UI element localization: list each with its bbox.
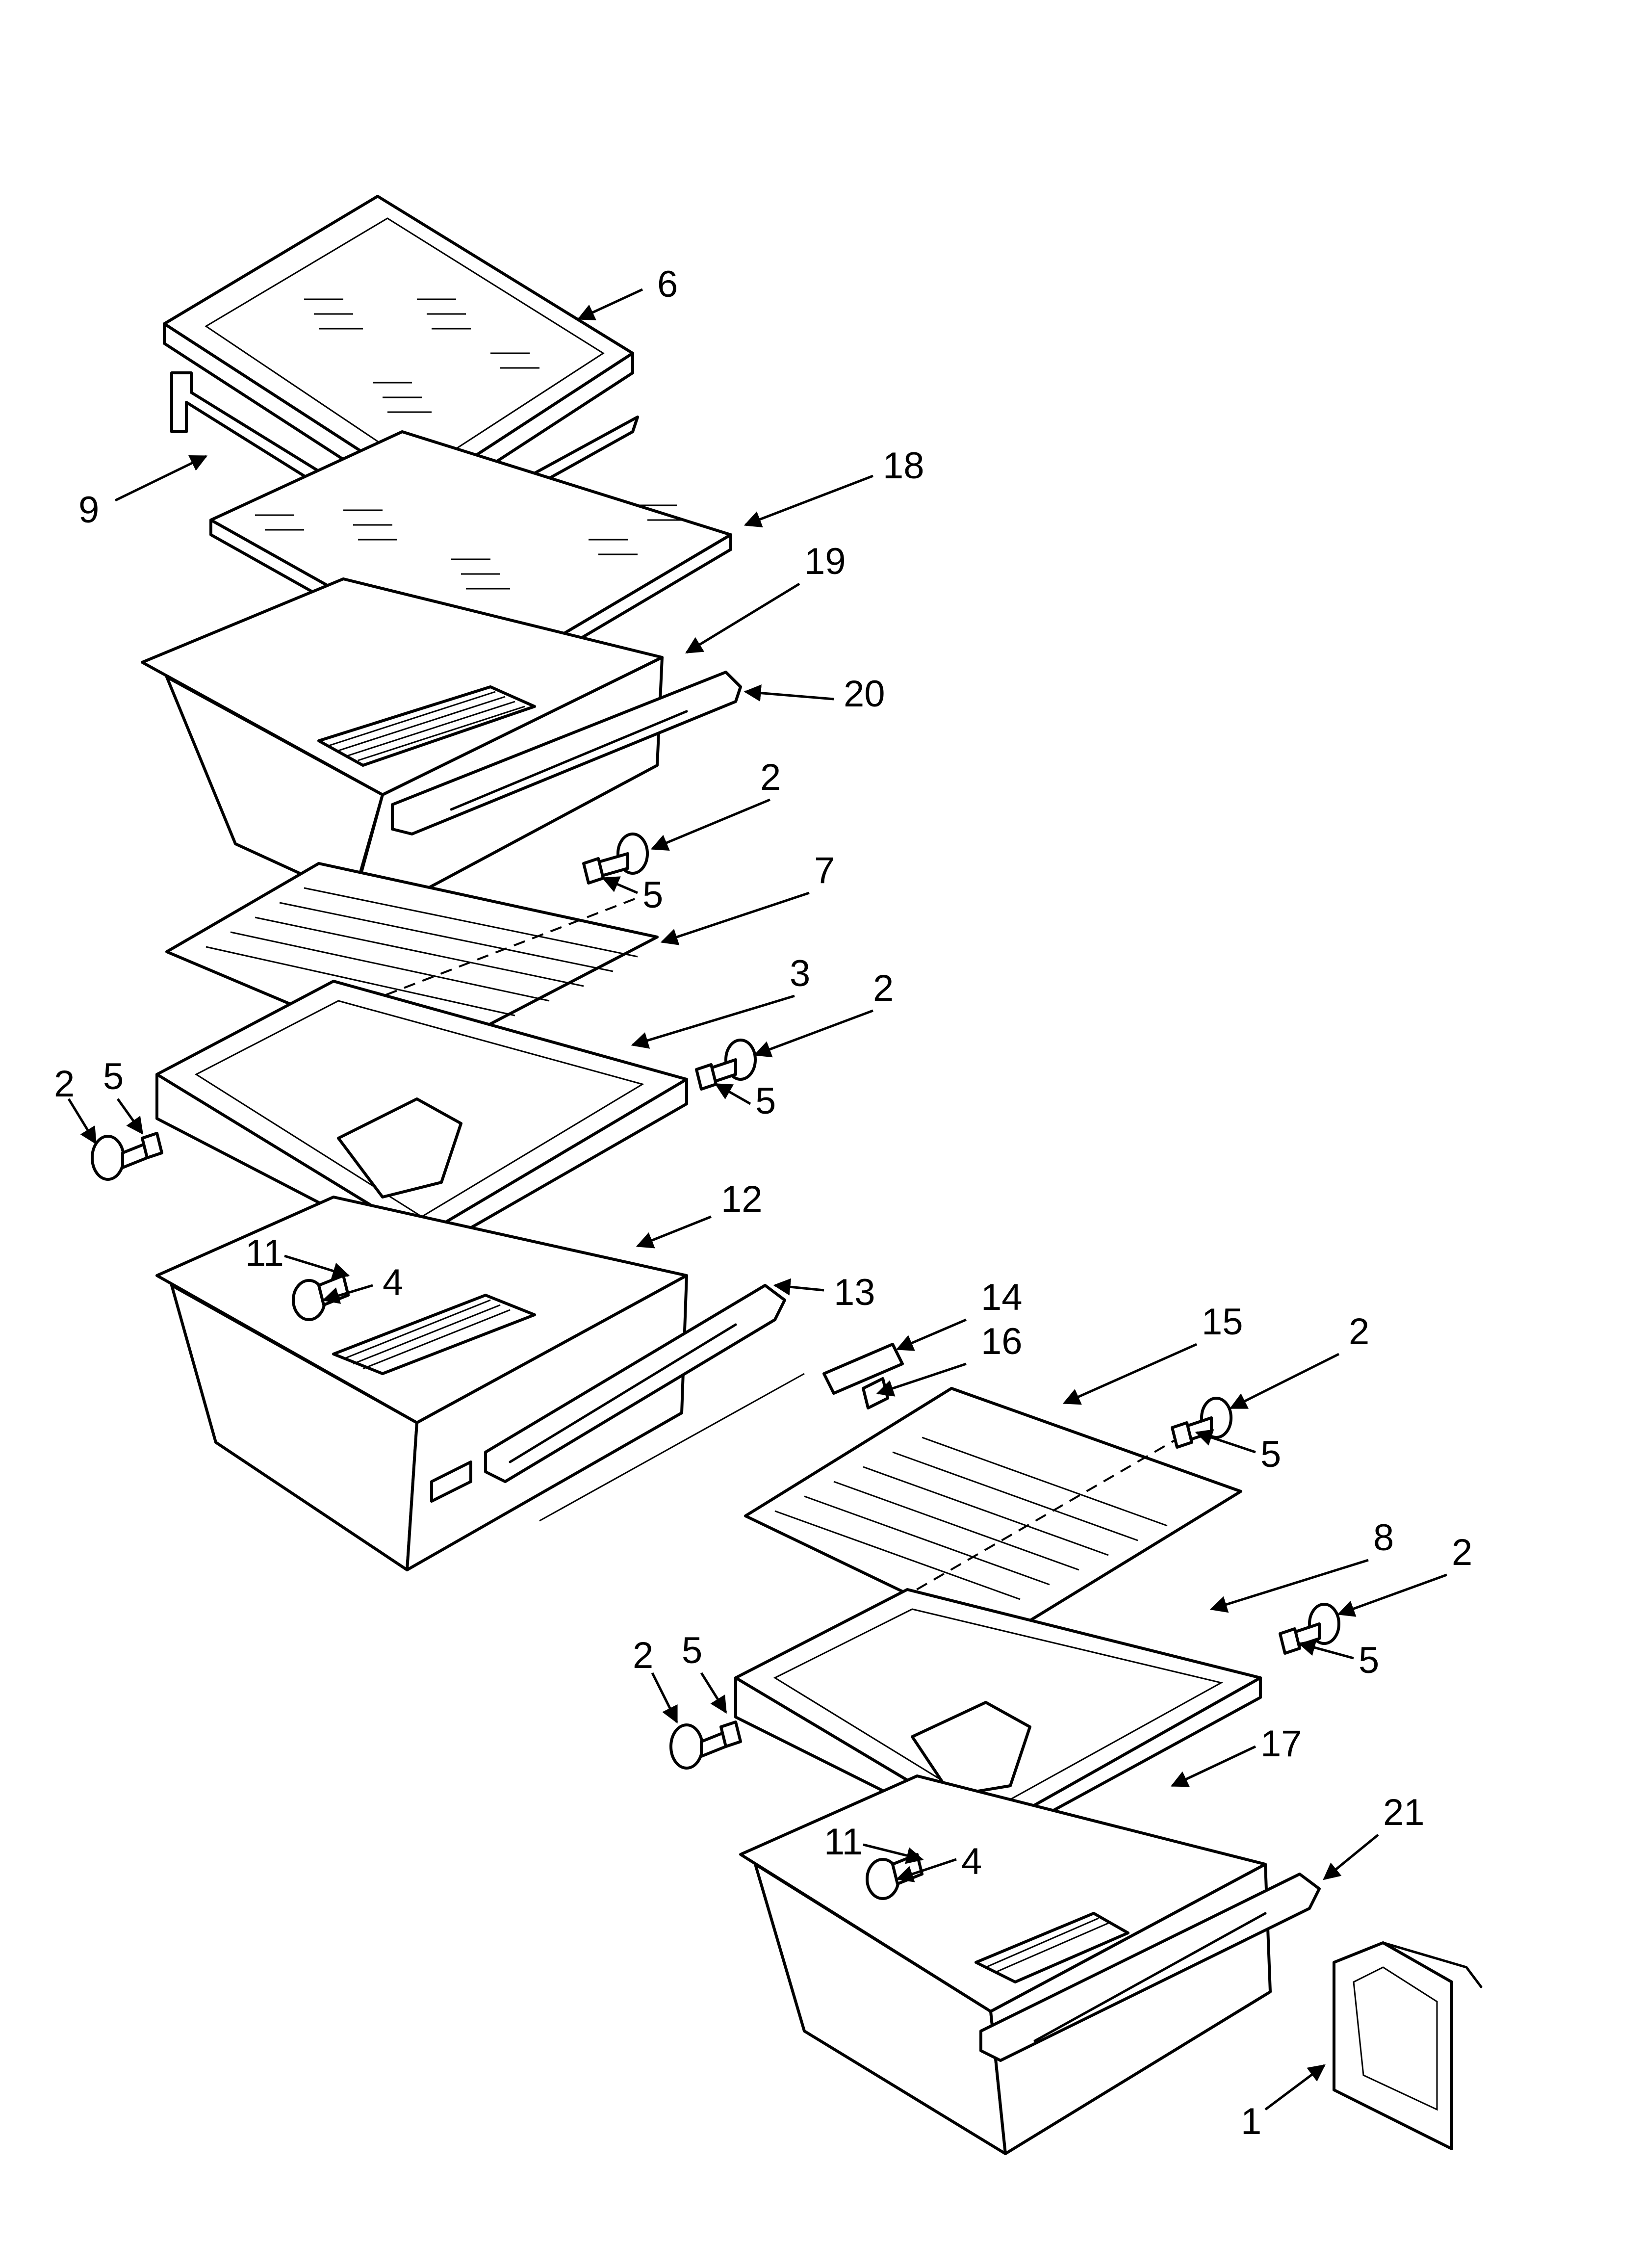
callout-18: 18: [883, 445, 924, 487]
callout-2-left: 2: [54, 1063, 75, 1105]
callout-2-lower-b: 2: [1452, 1532, 1472, 1573]
callout-4-upper: 4: [383, 1262, 403, 1303]
callout-4-lower: 4: [961, 1841, 982, 1882]
callout-2-lower-left: 2: [633, 1635, 653, 1676]
leader-lines: [67, 288, 1447, 2111]
label-guide-line: [539, 1373, 805, 1522]
callout-8: 8: [1373, 1517, 1394, 1559]
callout-labels: 6 9 18 19 20 2 5 7 3 2 5 2 5 12 11 4 13 …: [54, 263, 1472, 2142]
callout-11-lower: 11: [824, 1821, 863, 1863]
callout-2-upper: 2: [760, 756, 781, 798]
callout-1: 1: [1241, 2101, 1261, 2142]
part-17-lower-drawer: [739, 1774, 1272, 2155]
callout-9: 9: [78, 489, 99, 531]
callout-5-lower-left: 5: [682, 1630, 702, 1671]
callout-12: 12: [721, 1178, 763, 1220]
part-20-drawer-trim: [391, 671, 742, 835]
callout-16: 16: [981, 1321, 1023, 1362]
part-15-glass-shelf: [744, 1387, 1242, 1640]
callout-5-mid: 5: [755, 1080, 776, 1122]
callout-15: 15: [1202, 1301, 1243, 1343]
callout-11-upper: 11: [245, 1232, 284, 1274]
part-1-nameplate: [1333, 1941, 1483, 2150]
callout-3: 3: [790, 953, 810, 994]
part-3-cover-frame: [155, 980, 688, 1257]
callout-13: 13: [834, 1272, 875, 1313]
callout-5-lower-a: 5: [1260, 1434, 1281, 1475]
callout-2-mid: 2: [873, 967, 894, 1009]
callout-21: 21: [1383, 1792, 1425, 1833]
callout-17: 17: [1260, 1723, 1302, 1765]
part-14-label-holder: [822, 1343, 904, 1409]
callout-6: 6: [657, 263, 678, 305]
callout-5-lower-b: 5: [1359, 1640, 1379, 1681]
callout-20: 20: [844, 673, 885, 715]
callout-19: 19: [804, 541, 846, 582]
callout-7: 7: [814, 850, 835, 891]
part-21-drawer-trim: [979, 1873, 1321, 2062]
part-9-shelf-bracket: [170, 371, 639, 551]
callout-2-lower-a: 2: [1349, 1311, 1369, 1353]
callout-5-left: 5: [103, 1056, 124, 1097]
callout-14: 14: [981, 1277, 1023, 1318]
callout-5-upper: 5: [642, 874, 663, 916]
part-13-drawer-trim: [484, 1284, 786, 1483]
